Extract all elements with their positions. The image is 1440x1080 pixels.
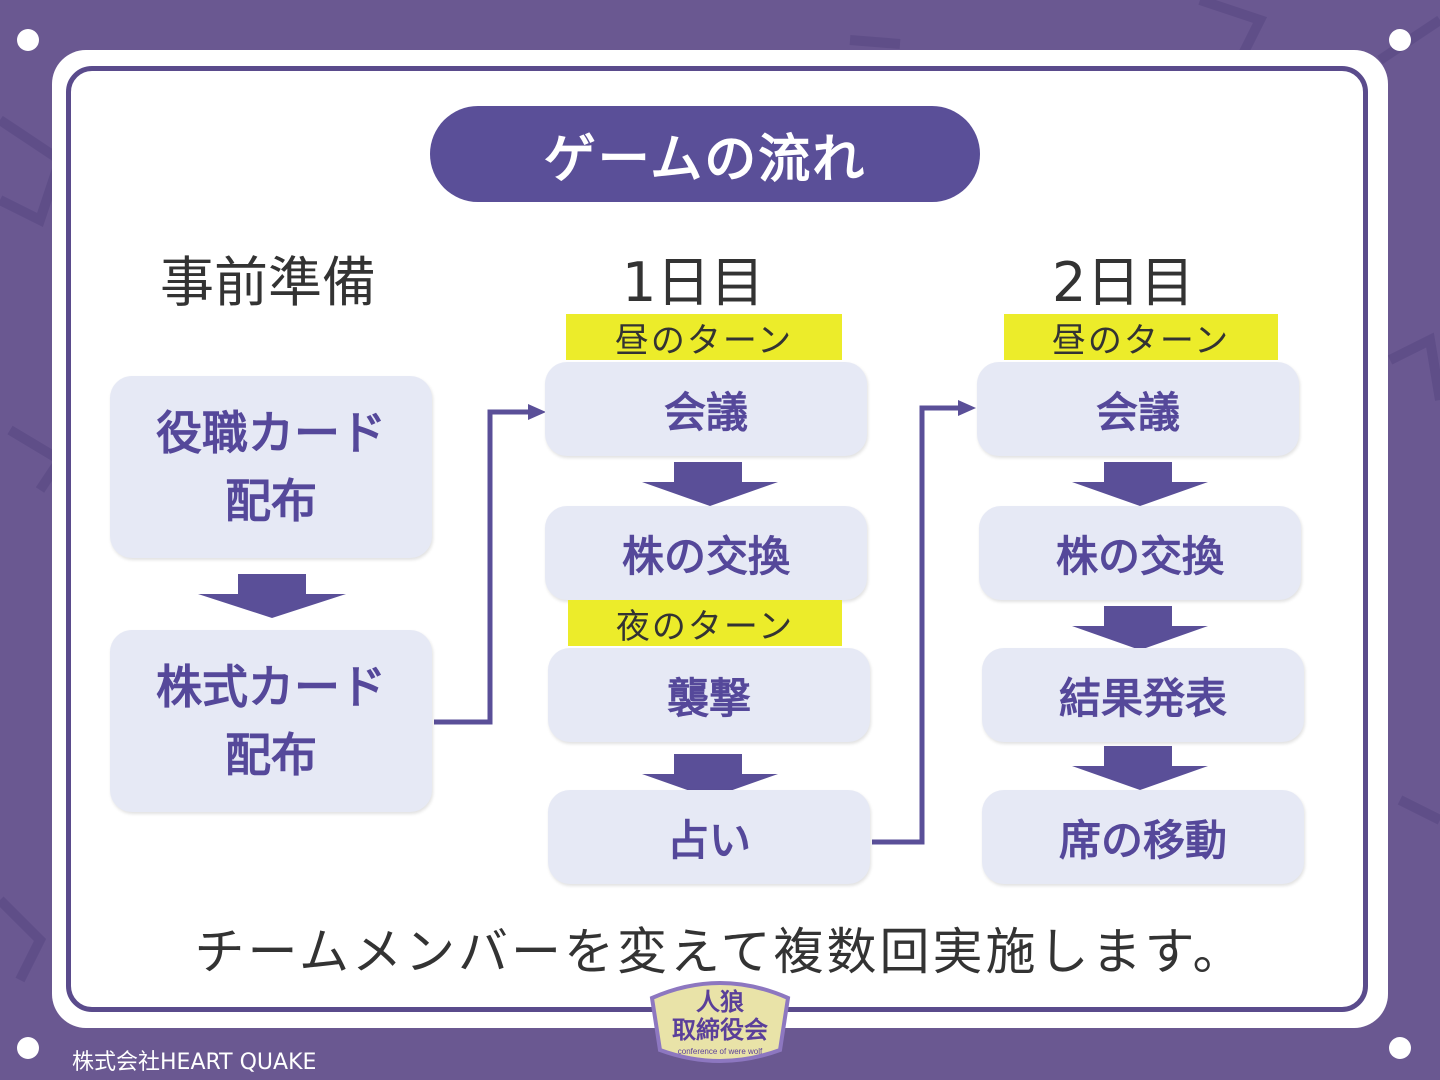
day2-step-meeting: 会議 — [977, 362, 1299, 456]
connector-arrowhead-2 — [958, 400, 976, 416]
day2-step-stock-exchange: 株の交換 — [979, 506, 1301, 600]
day1-step-stock-exchange: 株の交換 — [545, 506, 867, 600]
connector-arrowhead-1 — [528, 404, 546, 420]
day1-to-day2-connector — [872, 408, 960, 842]
prep-arrow-down — [198, 574, 346, 618]
day1-step-fortune-telling: 占い — [548, 790, 870, 884]
day1-night-turn-tag: 夜のターン — [568, 600, 842, 646]
day2-arrow-down-1 — [1072, 462, 1208, 506]
day1-step-attack: 襲撃 — [548, 648, 870, 742]
logo-line1: 人狼 — [696, 988, 744, 1016]
day2-step-seat-change: 席の移動 — [982, 790, 1304, 884]
logo-emblem: 人狼 取締役会 conference of were wolf — [640, 972, 800, 1072]
step-role-card-distribution: 役職カード 配布 — [110, 376, 432, 558]
werewolf-board-logo: 人狼 取締役会 conference of were wolf — [640, 972, 800, 1072]
company-name: 株式会社HEART QUAKE — [72, 1044, 316, 1076]
logo-line2: 取締役会 — [672, 1016, 768, 1044]
day2-arrow-down-3 — [1072, 746, 1208, 790]
day1-day-turn-tag: 昼のターン — [566, 314, 842, 360]
prep-to-day1-connector — [434, 412, 530, 722]
step-label: 役職カード 配布 — [156, 399, 386, 535]
day1-arrow-down-1 — [642, 462, 778, 506]
step-stock-card-distribution: 株式カード 配布 — [110, 630, 432, 812]
day2-day-turn-tag: 昼のターン — [1004, 314, 1278, 360]
day2-arrow-down-2 — [1072, 606, 1208, 650]
logo-tagline: conference of were wolf — [678, 1047, 763, 1056]
day2-step-results: 結果発表 — [982, 648, 1304, 742]
step-label: 株式カード 配布 — [156, 653, 386, 789]
day1-step-meeting: 会議 — [545, 362, 867, 456]
